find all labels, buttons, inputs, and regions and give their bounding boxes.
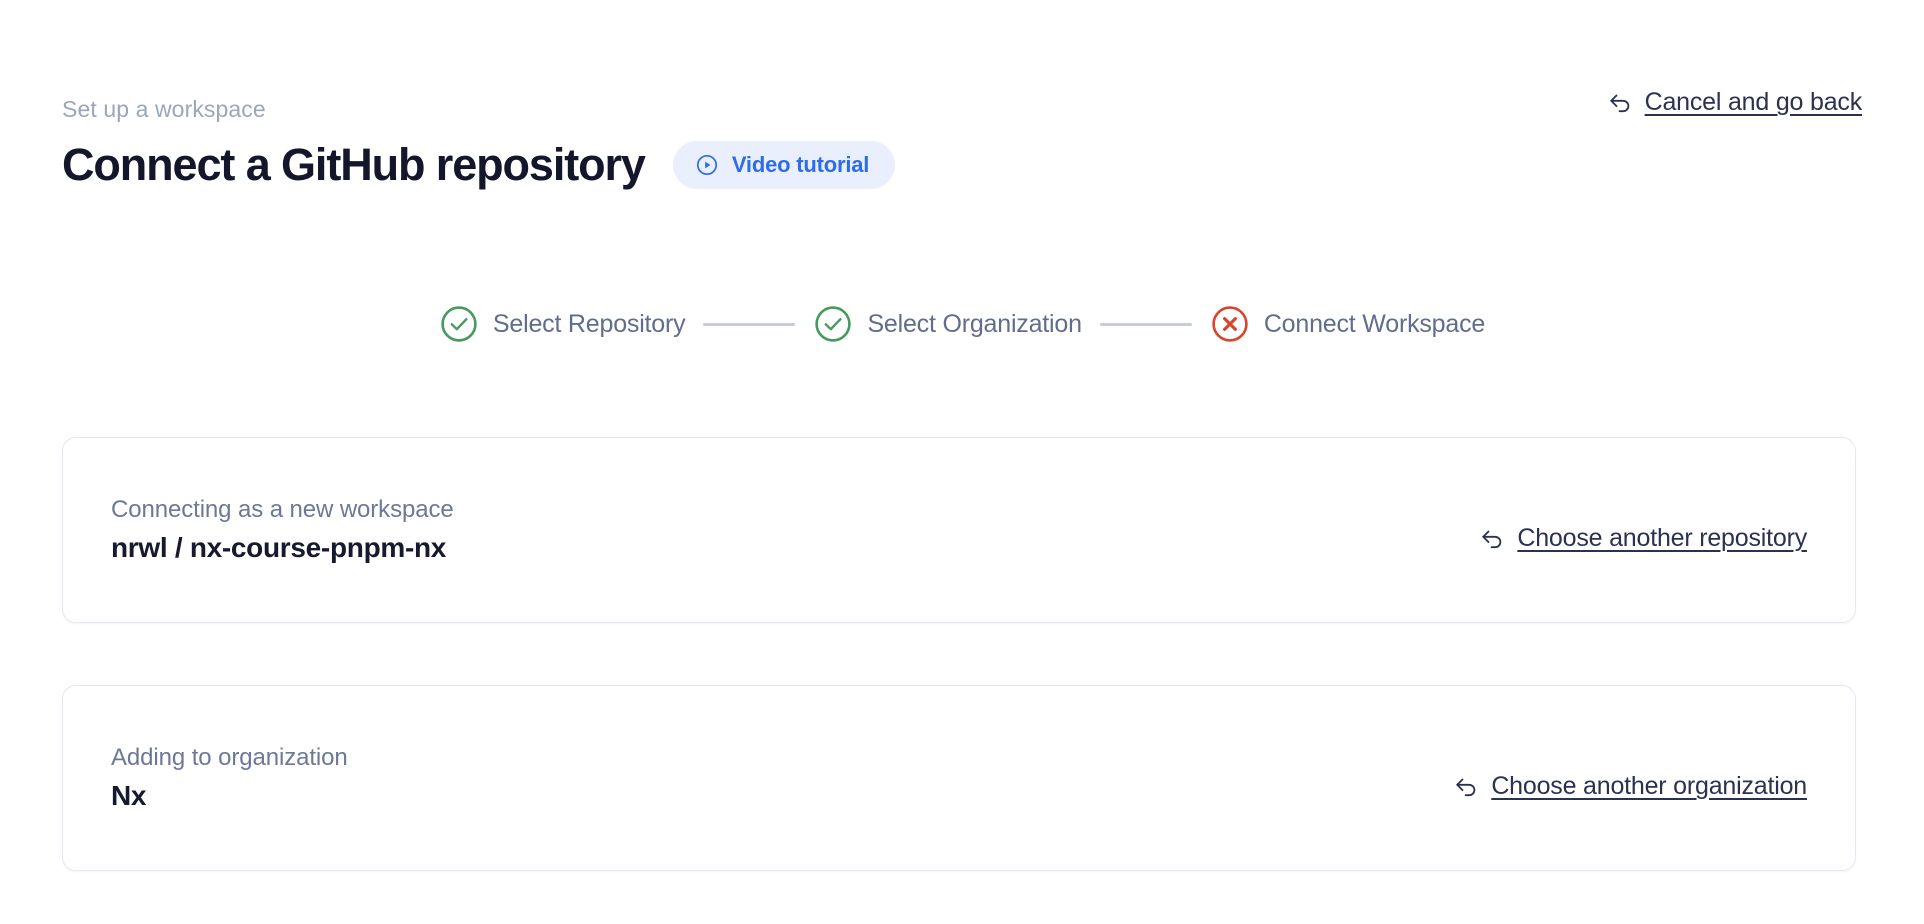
cancel-and-go-back-link[interactable]: Cancel and go back — [1607, 88, 1862, 117]
repository-separator: / — [167, 532, 190, 563]
step-connector-1 — [703, 322, 796, 326]
breadcrumb: Set up a workspace — [62, 96, 266, 122]
play-circle-icon — [695, 153, 719, 177]
step-label-select-repository: Select Repository — [492, 309, 686, 338]
progress-stepper: Select Repository Select Organization Co… — [0, 304, 1924, 344]
step-label-select-organization: Select Organization — [867, 309, 1082, 338]
check-circle-icon — [813, 304, 853, 344]
repository-name: nx-course-pnpm-nx — [189, 532, 447, 563]
page-title: Connect a GitHub repository — [62, 139, 646, 190]
organization-card: Adding to organization Nx Choose another… — [62, 685, 1856, 871]
x-circle-icon — [1210, 304, 1250, 344]
step-label-connect-workspace: Connect Workspace — [1263, 309, 1486, 338]
video-tutorial-label: Video tutorial — [731, 152, 870, 178]
organization-card-caption: Adding to organization — [111, 744, 348, 771]
organization-name: Nx — [111, 780, 147, 811]
step-select-organization[interactable]: Select Organization — [813, 304, 1082, 344]
check-circle-icon — [439, 304, 479, 344]
back-arrow-icon — [1479, 526, 1505, 552]
repository-card: Connecting as a new workspace nrwl / nx-… — [62, 437, 1856, 623]
step-connector-2 — [1099, 322, 1192, 326]
organization-card-text: Adding to organization Nx — [111, 744, 348, 812]
choose-another-organization-label: Choose another organization — [1491, 772, 1807, 800]
repository-card-value: nrwl / nx-course-pnpm-nx — [111, 532, 454, 564]
video-tutorial-button[interactable]: Video tutorial — [672, 141, 896, 190]
cancel-and-go-back-label: Cancel and go back — [1644, 88, 1863, 116]
choose-another-repository-link[interactable]: Choose another repository — [1479, 524, 1807, 553]
repository-card-text: Connecting as a new workspace nrwl / nx-… — [111, 496, 454, 564]
repository-card-caption: Connecting as a new workspace — [111, 496, 454, 523]
back-arrow-icon — [1453, 774, 1479, 800]
step-connect-workspace[interactable]: Connect Workspace — [1210, 304, 1485, 344]
title-row: Connect a GitHub repository Video tutori… — [62, 139, 896, 190]
back-arrow-icon — [1607, 90, 1633, 116]
choose-another-organization-link[interactable]: Choose another organization — [1453, 772, 1807, 801]
step-select-repository[interactable]: Select Repository — [439, 304, 686, 344]
repository-owner: nrwl — [111, 532, 168, 563]
choose-another-repository-label: Choose another repository — [1517, 524, 1807, 552]
